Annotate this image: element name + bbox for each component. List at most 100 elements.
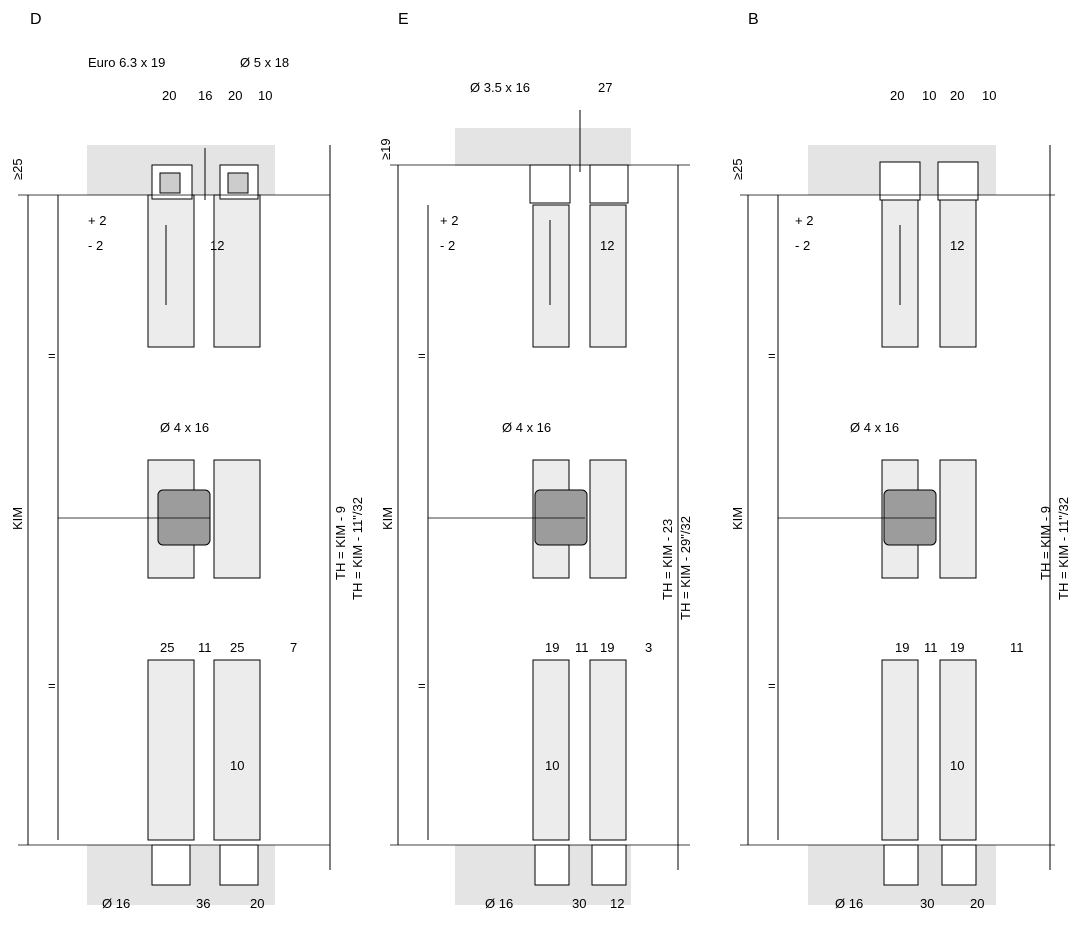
bottom-width-2: 11: [198, 640, 212, 655]
height-label: KIM: [730, 507, 745, 530]
top-width-3: 20: [950, 88, 964, 103]
section-d: D Euro 6.3 x 19 Ø 5 x 18 20 1: [10, 11, 365, 911]
runner-wheel: [227, 172, 249, 194]
clip-screw-label: Ø 4 x 16: [850, 420, 899, 435]
section-b: B 20 10 20 10 Ø 4 x 16 19 11 19 11 Ø 16 …: [730, 11, 1071, 911]
bottom-width-3: 19: [950, 640, 964, 655]
top-width-3: 20: [228, 88, 242, 103]
door-panel-inner-mid: [589, 459, 627, 579]
equal-sign-2: =: [768, 678, 776, 693]
bottom-guide-label: Ø 16: [485, 896, 513, 911]
door-panel-inner-bottom: [589, 659, 627, 841]
bottom-guide-label: Ø 16: [102, 896, 130, 911]
section-label-d: D: [30, 11, 42, 28]
equal-sign-2: =: [48, 678, 56, 693]
door-panel-inner-top: [939, 194, 977, 348]
top-offset-label: ≥25: [730, 158, 745, 180]
bottom-guide-outer: [883, 844, 919, 886]
bottom-width-3: 19: [600, 640, 614, 655]
top-width-1: 20: [890, 88, 904, 103]
bottom-guide-outer: [151, 844, 191, 886]
top-runner-outer: [529, 164, 571, 204]
th-metric-label: TH = KIM - 9: [1038, 506, 1053, 580]
gap-12-label-e: 12: [600, 238, 614, 253]
th-metric-label: TH = KIM - 23: [660, 519, 675, 600]
clip-screw-label: Ø 4 x 16: [502, 420, 551, 435]
th-imperial-label: TH = KIM - 11"/32: [350, 497, 365, 600]
top-runner-inner: [589, 164, 629, 204]
bottom-width-4: 7: [290, 640, 297, 655]
equal-sign-1: =: [418, 348, 426, 363]
adj-minus-d: - 2: [88, 238, 103, 253]
th-imperial-label: TH = KIM - 11"/32: [1056, 497, 1071, 600]
bottom-guide-label: Ø 16: [835, 896, 863, 911]
top-width-1: 20: [162, 88, 176, 103]
bottom-guide-inner: [941, 844, 977, 886]
center-clip: [157, 489, 211, 546]
section-label-e: E: [398, 11, 409, 28]
gap-10-label-b: 10: [950, 758, 964, 773]
section-label-b: B: [748, 11, 759, 28]
center-clip: [883, 489, 937, 546]
bottom-width-4: 3: [645, 640, 652, 655]
top-screw-a-label: Ø 3.5 x 16: [470, 80, 530, 95]
adj-minus-e: - 2: [440, 238, 455, 253]
bottom-width-1: 25: [160, 640, 174, 655]
section-e: E Ø 3.5 x 16 27 Ø 4 x 16 19 11 19 3 Ø 16…: [378, 11, 693, 911]
gap-10-label-d: 10: [230, 758, 244, 773]
height-label: KIM: [380, 507, 395, 530]
door-panel-outer-top: [532, 204, 570, 348]
top-width-2: 16: [198, 88, 212, 103]
bottom-guide-inner: [591, 844, 627, 886]
top-width-label: 27: [598, 80, 612, 95]
door-panel-outer-top: [147, 194, 195, 348]
runner-wheel: [159, 172, 181, 194]
adj-plus-d: + 2: [88, 213, 106, 228]
door-panel-inner-top: [213, 194, 261, 348]
door-panel-inner-top: [589, 204, 627, 348]
door-panel-inner-bottom: [213, 659, 261, 841]
bottom-width-3: 25: [230, 640, 244, 655]
equal-sign-2: =: [418, 678, 426, 693]
bottom-spacing-1: 30: [572, 896, 586, 911]
door-panel-outer-bottom: [147, 659, 195, 841]
th-metric-label: TH = KIM - 9: [333, 506, 348, 580]
bottom-spacing-2: 20: [970, 896, 984, 911]
bottom-width-1: 19: [545, 640, 559, 655]
adj-plus-b: + 2: [795, 213, 813, 228]
top-width-4: 10: [982, 88, 996, 103]
top-offset-label: ≥25: [10, 158, 25, 180]
door-panel-outer-bottom: [881, 659, 919, 841]
top-runner-outer: [879, 161, 921, 201]
height-label: KIM: [10, 507, 25, 530]
bottom-width-2: 11: [924, 640, 938, 655]
gap-12-label-d: 12: [210, 238, 224, 253]
equal-sign-1: =: [48, 348, 56, 363]
top-width-2: 10: [922, 88, 936, 103]
adj-minus-b: - 2: [795, 238, 810, 253]
gap-12-label-b: 12: [950, 238, 964, 253]
door-panel-inner-bottom: [939, 659, 977, 841]
top-screw-a-label: Euro 6.3 x 19: [88, 55, 165, 70]
door-panel-inner-mid: [939, 459, 977, 579]
th-imperial-label: TH = KIM - 29"/32: [678, 516, 693, 620]
bottom-spacing-2: 12: [610, 896, 624, 911]
bottom-width-4: 11: [1010, 640, 1024, 655]
door-panel-inner-mid: [213, 459, 261, 579]
top-screw-b-label: Ø 5 x 18: [240, 55, 289, 70]
clip-screw-label: Ø 4 x 16: [160, 420, 209, 435]
top-rail: [455, 128, 631, 166]
bottom-spacing-1: 36: [196, 896, 210, 911]
equal-sign-1: =: [768, 348, 776, 363]
bottom-guide-inner: [219, 844, 259, 886]
adj-plus-e: + 2: [440, 213, 458, 228]
bottom-width-1: 19: [895, 640, 909, 655]
bottom-spacing-2: 20: [250, 896, 264, 911]
door-panel-outer-bottom: [532, 659, 570, 841]
top-width-4: 10: [258, 88, 272, 103]
bottom-width-2: 11: [575, 640, 589, 655]
center-clip: [534, 489, 588, 546]
bottom-spacing-1: 30: [920, 896, 934, 911]
gap-10-label-e: 10: [545, 758, 559, 773]
